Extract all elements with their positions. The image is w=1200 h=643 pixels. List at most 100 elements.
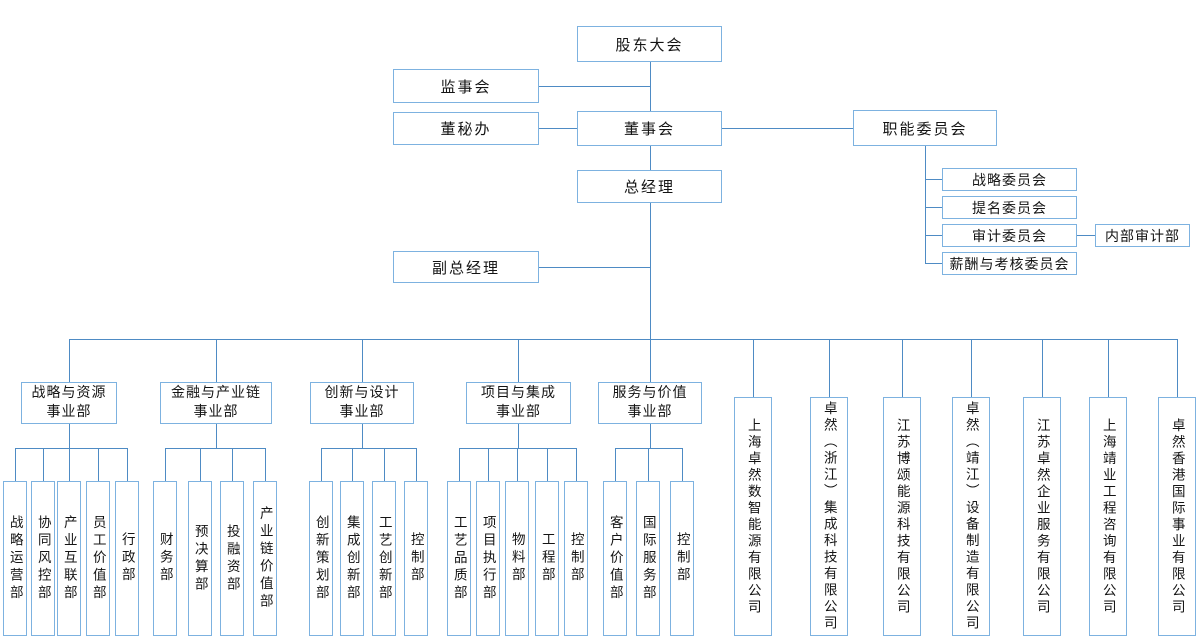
- connector-line: [925, 179, 942, 180]
- connector-line: [1177, 339, 1178, 397]
- label: 投融资部: [224, 523, 240, 594]
- node-dept-engineering: 工程部: [535, 481, 559, 636]
- node-dept-employee-value: 员工价值部: [86, 481, 110, 636]
- connector-line: [165, 448, 265, 449]
- connector-line: [98, 448, 99, 481]
- label: 总经理: [623, 180, 675, 196]
- connector-line: [362, 339, 363, 382]
- connector-line: [232, 448, 233, 481]
- node-dept-process-quality: 工艺品质部: [447, 481, 471, 636]
- node-dept-control-service-division: 控制部: [670, 481, 694, 636]
- label: 提名委员会: [972, 201, 1047, 217]
- node-subsidiary-zhuoran-jingjiang-equipment: 卓然（靖江）设备制造有限公司: [952, 397, 990, 636]
- label: 事业部: [496, 405, 541, 420]
- connector-line: [753, 339, 754, 397]
- node-board-secretary-office: 董秘办: [393, 112, 539, 145]
- node-strategy-committee: 战略委员会: [942, 168, 1077, 191]
- label: 战略与资源: [31, 386, 107, 401]
- node-dept-control-project-division: 控制部: [564, 481, 588, 636]
- node-deputy-general-manager: 副总经理: [393, 251, 539, 283]
- label: 董事会: [623, 122, 675, 138]
- connector-line: [925, 207, 942, 208]
- node-nomination-committee: 提名委员会: [942, 196, 1077, 219]
- label: 卓然（浙江）集成科技有限公司: [821, 401, 837, 632]
- node-dept-synergy-risk-control: 协同风控部: [31, 481, 55, 636]
- node-dept-strategy-operations: 战略运营部: [3, 481, 27, 636]
- connector-line: [69, 424, 70, 448]
- connector-line: [416, 448, 417, 481]
- node-dept-administration: 行政部: [115, 481, 139, 636]
- connector-line: [539, 86, 650, 87]
- label: 控制部: [568, 532, 584, 585]
- node-division-finance-industry-chain: 金融与产业链 事业部: [160, 382, 272, 424]
- node-dept-investment-financing: 投融资部: [220, 481, 244, 636]
- connector-line: [15, 448, 16, 481]
- connector-line: [69, 339, 70, 382]
- label: 创新与设计: [324, 386, 400, 401]
- connector-line: [650, 146, 651, 170]
- node-subsidiary-zhuoran-hongkong-international: 卓然香港国际事业有限公司: [1158, 397, 1196, 636]
- node-dept-innovation-planning: 创新策划部: [309, 481, 333, 636]
- label: 事业部: [193, 405, 239, 420]
- connector-line: [384, 448, 385, 481]
- label: 内部审计部: [1105, 229, 1180, 245]
- connector-line: [539, 128, 577, 129]
- connector-line: [69, 339, 1177, 340]
- node-dept-materials: 物料部: [505, 481, 529, 636]
- label: 审计委员会: [972, 229, 1047, 245]
- node-subsidiary-jiangsu-zhuoran-enterprise-service: 江苏卓然企业服务有限公司: [1023, 397, 1061, 636]
- connector-line: [43, 448, 44, 481]
- label: 控制部: [408, 532, 424, 585]
- connector-line: [547, 448, 548, 481]
- node-division-innovation-design: 创新与设计 事业部: [310, 382, 414, 424]
- label: 预决算部: [192, 523, 208, 594]
- connector-line: [539, 267, 650, 268]
- connector-line: [362, 424, 363, 448]
- node-division-strategy-resources: 战略与资源 事业部: [21, 382, 117, 424]
- node-division-service-value: 服务与价值 事业部: [598, 382, 702, 424]
- connector-line: [650, 62, 651, 111]
- node-dept-budget-final-accounts: 预决算部: [188, 481, 212, 636]
- connector-line: [650, 424, 651, 448]
- label: 员工价值部: [90, 514, 106, 603]
- connector-line: [648, 448, 649, 481]
- connector-line: [321, 448, 416, 449]
- label: 集成创新部: [344, 514, 360, 603]
- connector-line: [216, 424, 217, 448]
- label: 薪酬与考核委员会: [949, 257, 1070, 273]
- connector-line: [829, 339, 830, 397]
- connector-line: [902, 339, 903, 397]
- connector-line: [682, 448, 683, 481]
- connector-line: [165, 448, 166, 481]
- node-functional-committees: 职能委员会: [853, 110, 997, 146]
- node-general-manager: 总经理: [577, 170, 722, 203]
- label: 事业部: [46, 405, 92, 420]
- label: 财务部: [157, 532, 173, 585]
- node-dept-international-service: 国际服务部: [636, 481, 660, 636]
- connector-line: [615, 448, 616, 481]
- connector-line: [127, 448, 128, 481]
- label: 工艺创新部: [376, 514, 392, 603]
- node-audit-committee: 审计委员会: [942, 224, 1077, 247]
- node-compensation-appraisal-committee: 薪酬与考核委员会: [942, 252, 1077, 275]
- node-subsidiary-zhuoran-zhejiang-integration-tech: 卓然（浙江）集成科技有限公司: [810, 397, 848, 636]
- label: 客户价值部: [607, 514, 623, 603]
- label: 项目与集成: [481, 386, 556, 401]
- label: 创新策划部: [313, 514, 329, 603]
- connector-line: [925, 146, 926, 263]
- label: 卓然香港国际事业有限公司: [1169, 417, 1185, 616]
- node-subsidiary-shanghai-zhuoran-digital-energy: 上海卓然数智能源有限公司: [734, 397, 772, 636]
- label: 行政部: [119, 532, 135, 585]
- label: 上海卓然数智能源有限公司: [745, 417, 761, 616]
- label: 工艺品质部: [451, 514, 467, 603]
- node-dept-process-innovation: 工艺创新部: [372, 481, 396, 636]
- connector-line: [200, 448, 201, 481]
- label: 项目执行部: [480, 514, 496, 603]
- connector-line: [925, 235, 942, 236]
- label: 江苏博颂能源科技有限公司: [894, 417, 910, 616]
- connector-line: [69, 448, 70, 481]
- connector-line: [517, 448, 518, 481]
- connector-line: [352, 448, 353, 481]
- connector-line: [488, 448, 489, 481]
